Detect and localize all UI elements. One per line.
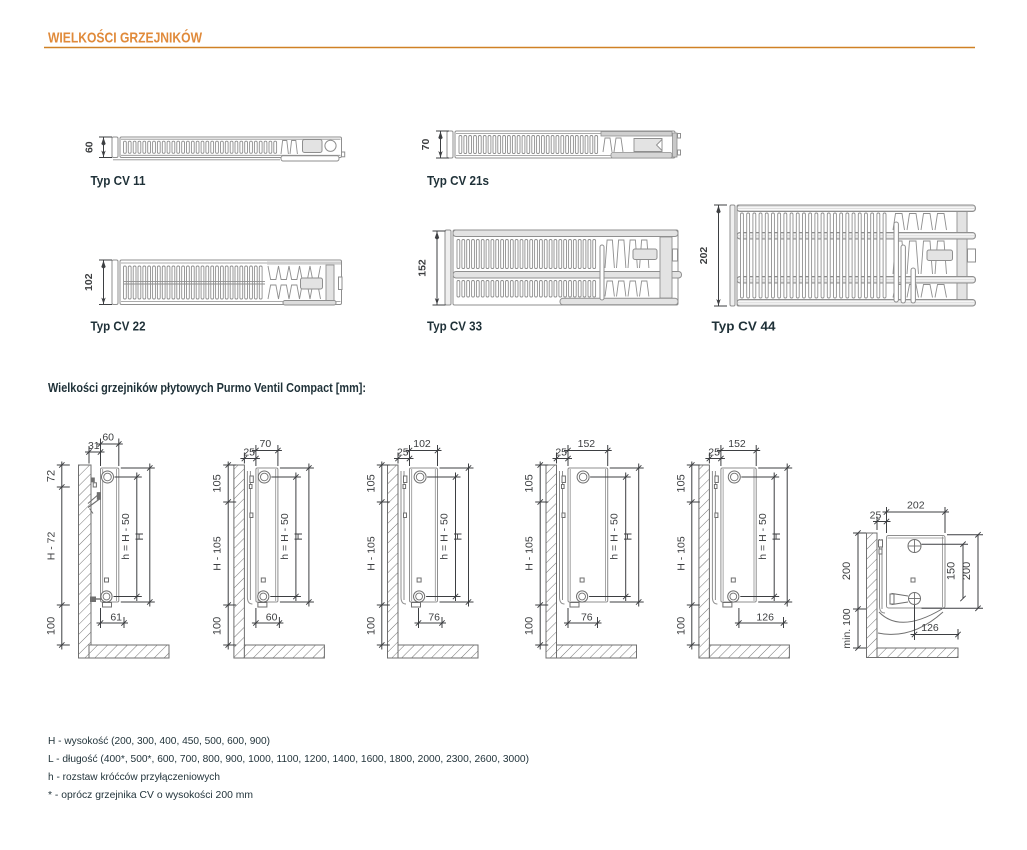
svg-text:H - 105: H - 105 (675, 536, 687, 571)
svg-text:102: 102 (83, 273, 95, 291)
svg-text:61: 61 (110, 611, 122, 623)
svg-text:25: 25 (708, 446, 720, 458)
svg-text:60: 60 (84, 141, 96, 153)
svg-text:Wielkości grzejników płytowych: Wielkości grzejników płytowych Purmo Ven… (48, 381, 366, 395)
svg-text:202: 202 (907, 500, 925, 512)
svg-text:25: 25 (397, 446, 409, 458)
svg-text:Typ CV 33: Typ CV 33 (427, 319, 482, 334)
svg-text:76: 76 (581, 611, 593, 623)
svg-text:H: H (134, 532, 146, 540)
svg-text:H - 105: H - 105 (365, 536, 377, 571)
svg-text:202: 202 (698, 247, 710, 265)
svg-text:WIELKOŚCI GRZEJNIKÓW: WIELKOŚCI GRZEJNIKÓW (48, 29, 203, 47)
svg-text:150: 150 (946, 562, 958, 580)
svg-text:h = H - 50: h = H - 50 (757, 513, 769, 560)
svg-text:100: 100 (45, 617, 57, 635)
svg-text:100: 100 (524, 617, 536, 635)
svg-text:200: 200 (841, 562, 853, 580)
svg-text:100: 100 (212, 617, 224, 635)
svg-text:126: 126 (921, 622, 939, 634)
svg-text:200: 200 (961, 562, 973, 580)
svg-text:H - 72: H - 72 (45, 532, 57, 561)
svg-text:H - wysokość (200, 300, 400, 4: H - wysokość (200, 300, 400, 450, 500, 6… (48, 735, 270, 747)
svg-text:70: 70 (420, 139, 432, 151)
svg-text:25: 25 (555, 446, 567, 458)
svg-text:h = H - 50: h = H - 50 (120, 513, 132, 560)
svg-text:76: 76 (428, 611, 440, 623)
svg-text:105: 105 (365, 474, 377, 492)
svg-text:105: 105 (212, 474, 224, 492)
svg-text:h - rozstaw króćców przyłączen: h - rozstaw króćców przyłączeniowych (48, 771, 220, 783)
svg-text:H: H (293, 532, 305, 540)
svg-text:126: 126 (756, 611, 774, 623)
svg-text:25: 25 (870, 510, 882, 522)
svg-text:Typ CV 22: Typ CV 22 (91, 319, 146, 334)
svg-text:H - 105: H - 105 (212, 536, 224, 571)
svg-text:31: 31 (88, 440, 100, 452)
svg-text:min. 100: min. 100 (841, 608, 853, 648)
svg-text:Typ CV 21s: Typ CV 21s (427, 173, 489, 188)
svg-text:H: H (453, 532, 465, 540)
svg-text:Typ CV 11: Typ CV 11 (91, 173, 146, 188)
svg-text:70: 70 (260, 438, 272, 450)
svg-text:* - oprócz grzejnika CV o wyso: * - oprócz grzejnika CV o wysokości 200 … (48, 789, 253, 801)
svg-text:152: 152 (728, 438, 746, 450)
svg-text:H: H (623, 532, 635, 540)
svg-text:72: 72 (45, 470, 57, 482)
svg-text:102: 102 (413, 438, 431, 450)
svg-text:152: 152 (417, 259, 429, 277)
svg-text:152: 152 (578, 438, 596, 450)
svg-text:60: 60 (266, 611, 278, 623)
svg-text:100: 100 (365, 617, 377, 635)
svg-text:h = H - 50: h = H - 50 (279, 513, 291, 560)
svg-text:h = H - 50: h = H - 50 (439, 513, 451, 560)
svg-text:105: 105 (675, 474, 687, 492)
svg-text:60: 60 (102, 432, 114, 444)
svg-text:100: 100 (675, 617, 687, 635)
svg-text:25: 25 (243, 446, 255, 458)
svg-text:105: 105 (524, 474, 536, 492)
svg-text:H: H (771, 532, 783, 540)
svg-text:L - długość (400*, 500*, 600,: L - długość (400*, 500*, 600, 700, 800, … (48, 753, 529, 765)
svg-text:h = H - 50: h = H - 50 (609, 513, 621, 560)
svg-text:H - 105: H - 105 (524, 536, 536, 571)
svg-text:Typ CV 44: Typ CV 44 (712, 319, 777, 334)
